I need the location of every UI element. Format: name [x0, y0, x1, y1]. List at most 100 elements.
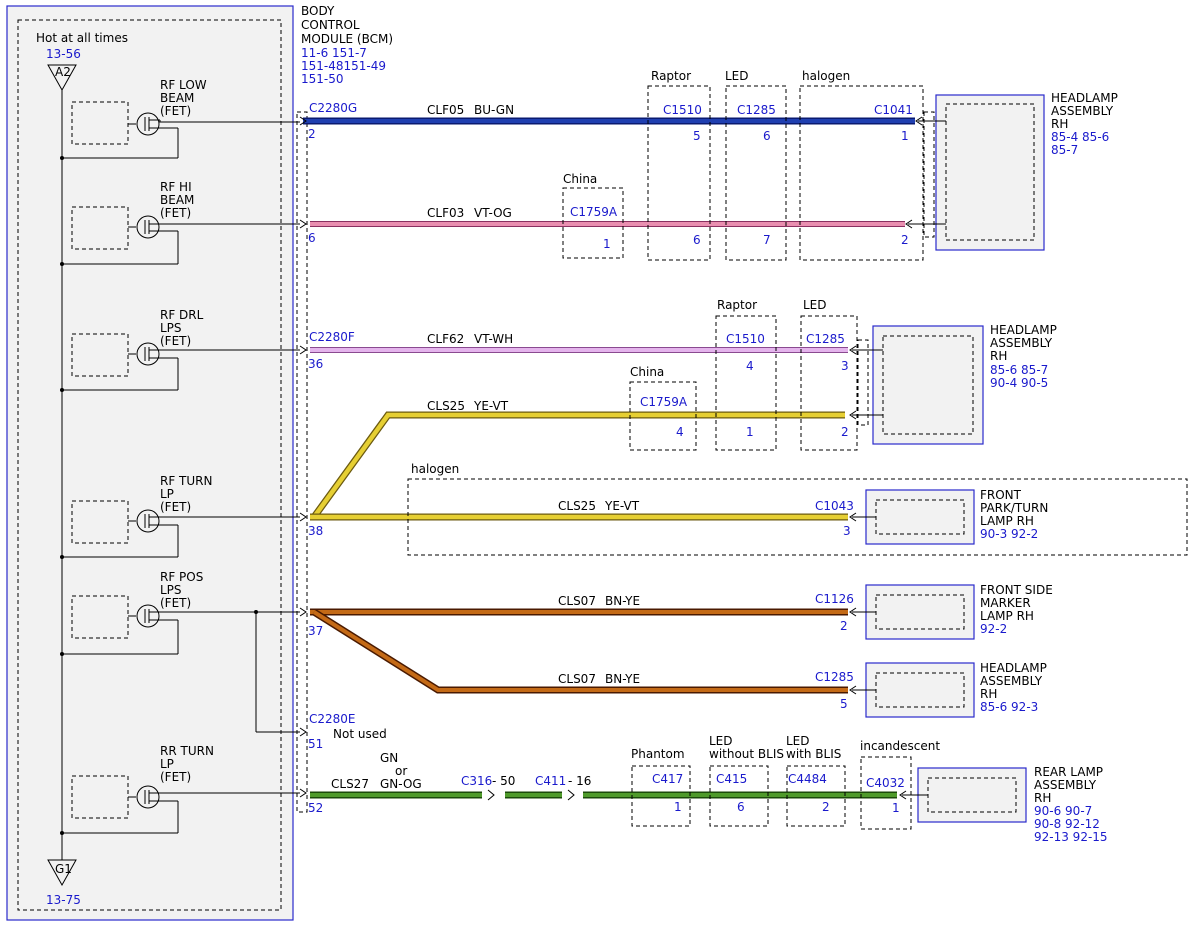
component-3-ref-1[interactable]: 90-3 92-2: [980, 527, 1038, 541]
component-3-line-1: FRONT: [980, 488, 1022, 502]
wire-color-cls27-1: GN: [380, 751, 398, 765]
pin-36: 36: [308, 357, 323, 371]
inline-c1041[interactable]: C1041: [874, 103, 913, 117]
component-5-line-3: RH: [980, 687, 997, 701]
inline-c4032-pin: 1: [892, 801, 900, 815]
inline-c417[interactable]: C417: [652, 772, 683, 786]
bcm-connector-dashed: [296, 111, 308, 813]
driver-label-2: LP: [160, 487, 174, 501]
component-headlamp-2[interactable]: [872, 325, 984, 445]
wire-label-cls27: CLS27: [331, 777, 369, 791]
driver-rf-pos-lps: RF POS LPS (FET): [62, 570, 300, 733]
inline-c1759a-a[interactable]: C1759A: [570, 205, 618, 219]
variant-raptor-2: Raptor: [717, 298, 757, 312]
variant-led-wb-2: with BLIS: [786, 747, 841, 761]
fet-icon: [136, 785, 160, 809]
driver-label-1: RF LOW: [160, 78, 207, 92]
variant-box-china-2: [629, 381, 697, 451]
inline-c1510-a[interactable]: C1510: [663, 103, 702, 117]
wire-color-cls27-2: or: [395, 764, 407, 778]
inline-c1285-c[interactable]: C1285: [815, 670, 854, 684]
inline-c1043[interactable]: C1043: [815, 499, 854, 513]
component-4-ref-1[interactable]: 92-2: [980, 622, 1007, 636]
component-3-line-3: LAMP RH: [980, 514, 1034, 528]
power-top-pin: A2: [55, 65, 71, 79]
bcm-title-3: MODULE (BCM): [301, 32, 393, 46]
wire-cls07-lower[interactable]: [312, 610, 848, 692]
component-front-side-marker[interactable]: [865, 584, 975, 640]
wire-label-cls25-upper: CLS25: [427, 399, 465, 413]
connector-c2280g[interactable]: C2280G: [309, 101, 357, 115]
pin-2: 2: [308, 127, 316, 141]
power-label: Hot at all times: [36, 31, 128, 45]
pin-37: 37: [308, 624, 323, 638]
component-6-ref-3[interactable]: 92-13 92-15: [1034, 830, 1108, 844]
variant-box-led-wb: [786, 765, 846, 827]
wire-cls25-upper[interactable]: [312, 412, 845, 519]
wire-label-clf62: CLF62: [427, 332, 464, 346]
variant-china-1: China: [563, 172, 597, 186]
inline-c1510-b[interactable]: C1510: [726, 332, 765, 346]
bcm-ref-3[interactable]: 151-50: [301, 72, 344, 86]
inline-c1759a-a-pin: 1: [603, 237, 611, 251]
driver-label-1: RF DRL: [160, 308, 204, 322]
inline-c1126[interactable]: C1126: [815, 592, 854, 606]
fet-icon: [136, 342, 160, 366]
bcm-ref-1[interactable]: 11-6 151-7: [301, 46, 367, 60]
driver-label-2: BEAM: [160, 91, 194, 105]
inline-c411-sep: - 16: [568, 774, 591, 788]
inline-c1285-b-p1: 3: [841, 359, 849, 373]
inline-c316-sep: - 50: [492, 774, 515, 788]
component-3-line-2: PARK/TURN: [980, 501, 1048, 515]
variant-box-led-nb: [709, 765, 769, 827]
component-rear-lamp[interactable]: [917, 767, 1027, 823]
power-top-ref[interactable]: 13-56: [46, 47, 81, 61]
component-1-ref-1[interactable]: 85-4 85-6: [1051, 130, 1109, 144]
component-5-ref-1[interactable]: 85-6 92-3: [980, 700, 1038, 714]
inline-c4484[interactable]: C4484: [788, 772, 827, 786]
component-6-line-2: ASSEMBLY: [1034, 778, 1097, 792]
wire-color-clf62: VT-WH: [474, 332, 513, 346]
component-2-ref-2[interactable]: 90-4 90-5: [990, 376, 1048, 390]
variant-led-1: LED: [725, 69, 749, 83]
component-6-ref-2[interactable]: 90-8 92-12: [1034, 817, 1100, 831]
inline-c1285-b[interactable]: C1285: [806, 332, 845, 346]
component-6-ref-1[interactable]: 90-6 90-7: [1034, 804, 1092, 818]
fet-icon: [136, 215, 160, 239]
fet-icon: [136, 604, 160, 628]
variant-raptor-1: Raptor: [651, 69, 691, 83]
connector-c2280f[interactable]: C2280F: [309, 330, 355, 344]
wire-color-cls07-lower: BN-YE: [605, 672, 640, 686]
inline-c1285-a[interactable]: C1285: [737, 103, 776, 117]
component-headlamp-3[interactable]: [865, 662, 975, 718]
pin-51: 51: [308, 737, 323, 751]
inline-c1759a-b-pin: 4: [676, 425, 684, 439]
inline-c415[interactable]: C415: [716, 772, 747, 786]
driver-label-1: RF POS: [160, 570, 203, 584]
driver-rf-drl-lps: RF DRL LPS (FET): [62, 308, 300, 391]
inline-c316[interactable]: C316: [461, 774, 492, 788]
driver-label-1: RR TURN: [160, 744, 214, 758]
power-bottom-ref[interactable]: 13-75: [46, 893, 81, 907]
component-2-ref-1[interactable]: 85-6 85-7: [990, 363, 1048, 377]
variant-led-wb-1: LED: [786, 734, 810, 748]
inline-c415-pin: 6: [737, 800, 745, 814]
inline-c1041-p2: 2: [901, 233, 909, 247]
driver-dashed-box: [71, 206, 129, 250]
inline-c4032[interactable]: C4032: [866, 776, 905, 790]
bcm-ref-2[interactable]: 151-48151-49: [301, 59, 386, 73]
driver-label-2: LP: [160, 757, 174, 771]
inline-c411[interactable]: C411: [535, 774, 566, 788]
bcm-pin-arrows: [299, 116, 307, 798]
inline-c1510-b-bot: 1: [746, 425, 754, 439]
inline-c1759a-b[interactable]: C1759A: [640, 395, 688, 409]
connector-c2280e[interactable]: C2280E: [309, 712, 356, 726]
driver-label-3: (FET): [160, 500, 191, 514]
variant-box-halogen-1: [799, 85, 924, 261]
component-front-park-turn[interactable]: [865, 489, 975, 545]
component-headlamp-1[interactable]: [935, 94, 1045, 251]
component-1-ref-2[interactable]: 85-7: [1051, 143, 1078, 157]
power-bottom-pin: G1: [55, 862, 72, 876]
inline-c1285-a-top: 6: [763, 129, 771, 143]
component-4-line-3: LAMP RH: [980, 609, 1034, 623]
